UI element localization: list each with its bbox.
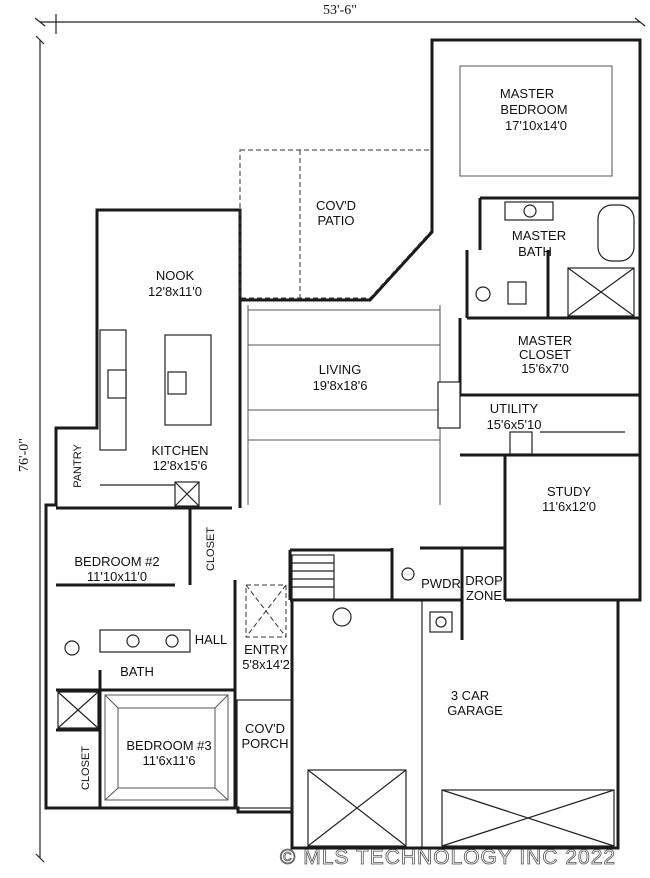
bedroom3-closet-label: CLOSET <box>80 746 92 790</box>
hall-bath-toilet-icon <box>64 640 80 656</box>
master-closet-size: 15'6x7'0 <box>521 361 569 376</box>
vanity-sink-icon-2 <box>507 281 527 305</box>
washer-icon <box>509 431 533 455</box>
bathtub-icon <box>597 204 635 262</box>
utility-label: UTILITY <box>490 401 539 416</box>
hall-label: HALL <box>195 632 228 647</box>
dimension-lines <box>34 14 646 863</box>
stairs <box>291 554 335 600</box>
water-heater-icon <box>332 607 352 627</box>
bedroom2-label: BEDROOM #2 <box>74 554 159 569</box>
interior-walls <box>54 40 640 848</box>
bedroom2-size: 11'10x11'0 <box>87 569 147 584</box>
hall-bath-vanity <box>99 629 191 653</box>
patio-label-2: PATIO <box>317 213 354 228</box>
patio-outline <box>239 149 433 299</box>
kitchen-size: 12'8x15'6 <box>153 458 208 473</box>
garage-label-2: GARAGE <box>447 703 503 718</box>
drop-zone-label: DROP <box>465 573 503 588</box>
pwdr-label: PWDR <box>421 576 461 591</box>
master-bath-label-2: BATH <box>518 244 552 259</box>
width-dimension: 53'-6" <box>323 3 357 18</box>
garage-label: 3 CAR <box>451 688 489 703</box>
copyright-watermark: © MLS TECHNOLOGY INC 2022 <box>280 846 616 869</box>
master-bedroom-label-2: BEDROOM <box>500 102 567 117</box>
depth-dimension: 76'-0" <box>17 438 32 472</box>
porch-outline <box>236 699 293 809</box>
drop-zone-sink-bowl <box>435 616 447 628</box>
master-closet-label-2: CLOSET <box>519 347 571 362</box>
sink-icon <box>167 371 187 395</box>
toilet-icon <box>475 286 491 302</box>
master-bedroom-label: MASTER <box>500 86 554 101</box>
master-bath-label: MASTER <box>512 228 566 243</box>
utility-size: 15'6x5'10 <box>487 417 542 432</box>
fireplace-icon <box>437 381 461 429</box>
exterior-walls <box>44 38 642 850</box>
garage-door-1 <box>307 769 407 847</box>
nook-size: 12'8x11'0 <box>148 284 202 299</box>
vanity-sink-icon <box>523 204 537 218</box>
bedroom3-label: BEDROOM #3 <box>126 738 211 753</box>
powder-toilet-icon <box>401 567 415 581</box>
bath-label: BATH <box>120 664 154 679</box>
living-label: LIVING <box>319 362 362 377</box>
bedroom2-closet-label: CLOSET <box>205 527 217 571</box>
living-size: 19'8x18'6 <box>313 378 368 393</box>
bedroom3-size: 11'6x11'6 <box>143 753 196 768</box>
entry-size: 5'8x14'2 <box>242 657 290 672</box>
kitchen-label: KITCHEN <box>151 443 208 458</box>
study-size: 11'6x12'0 <box>542 499 596 514</box>
porch-label: COV'D <box>245 721 285 736</box>
living-ceiling-beams <box>247 305 441 505</box>
pantry-label: PANTRY <box>72 444 84 488</box>
hall-bath-sink-2 <box>165 634 179 648</box>
entry-label: ENTRY <box>244 642 288 657</box>
nook-label: NOOK <box>156 268 195 283</box>
range-icon <box>107 369 127 399</box>
drop-zone-label-2: ZONE <box>466 588 502 603</box>
master-tray-ceiling <box>459 65 613 177</box>
study-label: STUDY <box>547 484 591 499</box>
master-bedroom-size: 17'10x14'0 <box>505 118 567 133</box>
master-closet-label: MASTER <box>518 333 572 348</box>
porch-label-2: PORCH <box>242 736 289 751</box>
entry-skylight <box>245 584 287 638</box>
patio-label: COV'D <box>316 198 356 213</box>
garage-door-2 <box>441 789 615 847</box>
hall-bath-sink-1 <box>126 634 140 648</box>
